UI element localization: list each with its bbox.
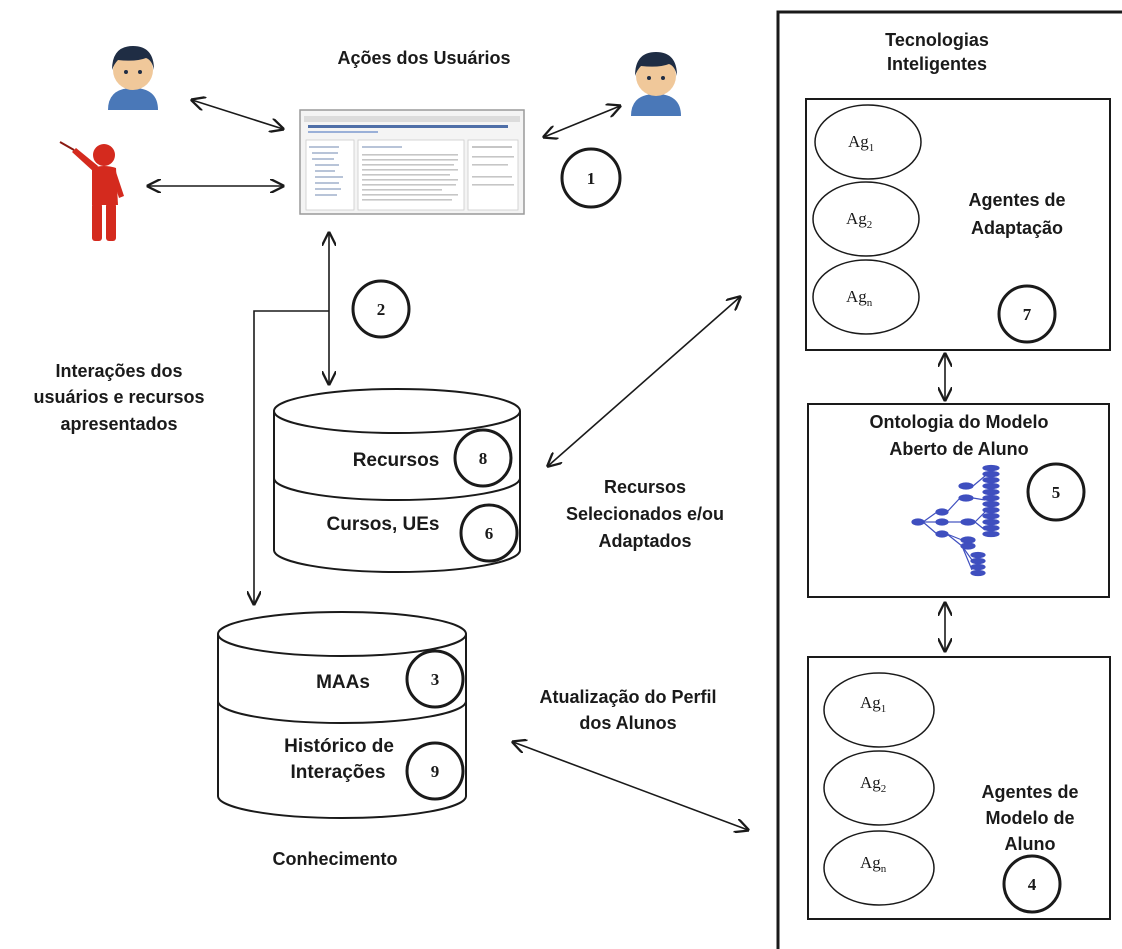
marker-1-num: 1: [587, 169, 596, 188]
knowledge-label: Conhecimento: [272, 849, 398, 869]
student-agent-1: [823, 672, 935, 748]
student-agents-label-2: Modelo de: [985, 808, 1075, 828]
adaptation-agent-2: [812, 181, 920, 257]
db-resources-top-label: Recursos: [353, 450, 440, 471]
marker-2-num: 2: [377, 300, 386, 319]
marker-7-num: 7: [1023, 305, 1032, 324]
student-agent-n-label: Agn: [860, 853, 887, 875]
adaptation-agent-2-label: Ag2: [846, 209, 872, 231]
marker-5: [1026, 462, 1086, 522]
ontology-tree-graphic: [911, 464, 1000, 577]
marker-9: [405, 741, 465, 801]
student-agent-2: [823, 750, 935, 826]
tech-title: Tecnologias Inteligentes: [885, 30, 989, 74]
user-icon-left: [108, 46, 158, 110]
db-knowledge-bottom-label-2: Interações: [290, 762, 385, 783]
marker-2: [351, 279, 411, 339]
adaptation-agent-1: [814, 104, 922, 180]
db-knowledge-bottom-label-1: Histórico de: [284, 736, 394, 757]
user-icon-right: [631, 52, 681, 116]
marker-3: [405, 649, 465, 709]
users-actions-title: Ações dos Usuários: [337, 48, 511, 68]
arrow-resources-adaptation: [548, 297, 740, 466]
student-agent-2-label: Ag2: [860, 773, 886, 795]
adaptation-agents-label-1: Agentes de: [968, 190, 1066, 210]
student-agent-1-label: Ag1: [860, 693, 886, 715]
interactions-label-1: Interações dos: [55, 361, 183, 381]
teacher-icon: [59, 141, 124, 241]
marker-3-num: 3: [431, 670, 440, 689]
resources-selected-label-2: Selecionados e/ou: [565, 504, 725, 524]
adaptation-agent-n-label: Agn: [846, 287, 873, 309]
tech-outer-frame: [776, 10, 1122, 949]
db-knowledge-top-label: MAAs: [316, 672, 370, 693]
ontology-label-2: Aberto de Aluno: [889, 439, 1029, 459]
marker-8-num: 8: [479, 449, 488, 468]
ontology-label-1: Ontologia do Modelo: [869, 412, 1049, 432]
adaptation-agent-n: [812, 259, 920, 335]
adaptation-agent-1-label: Ag1: [848, 132, 874, 154]
marker-8: [453, 428, 513, 488]
arrow-user-left-screen: [192, 100, 283, 129]
marker-6: [459, 503, 519, 563]
update-profile-label-2: dos Alunos: [579, 713, 677, 733]
arrow-interactions-knowledge: [254, 310, 329, 604]
student-agent-n: [823, 830, 935, 906]
marker-5-num: 5: [1052, 483, 1061, 502]
interactions-label-2: usuários e recursos: [33, 387, 205, 407]
arrow-knowledge-student: [513, 742, 748, 830]
marker-9-num: 9: [431, 762, 440, 781]
update-profile-label-1: Atualização do Perfil: [539, 687, 717, 707]
resources-selected-label-1: Recursos: [603, 477, 687, 497]
resources-selected-label-3: Adaptados: [598, 531, 692, 551]
knowledge-database: [217, 611, 467, 819]
arrow-screen-user-right: [544, 106, 620, 137]
interactions-label-3: apresentados: [60, 414, 178, 434]
db-resources-bottom-label: Cursos, UEs: [327, 514, 440, 535]
marker-7: [997, 284, 1057, 344]
student-agents-label-1: Agentes de: [981, 782, 1079, 802]
student-agents-label-3: Aluno: [1004, 834, 1056, 854]
marker-6-num: 6: [485, 524, 494, 543]
marker-4: [1002, 854, 1062, 914]
marker-1: [560, 147, 622, 209]
marker-4-num: 4: [1028, 875, 1037, 894]
adaptation-agents-label-2: Adaptação: [970, 218, 1064, 238]
system-screenshot: [299, 109, 525, 215]
